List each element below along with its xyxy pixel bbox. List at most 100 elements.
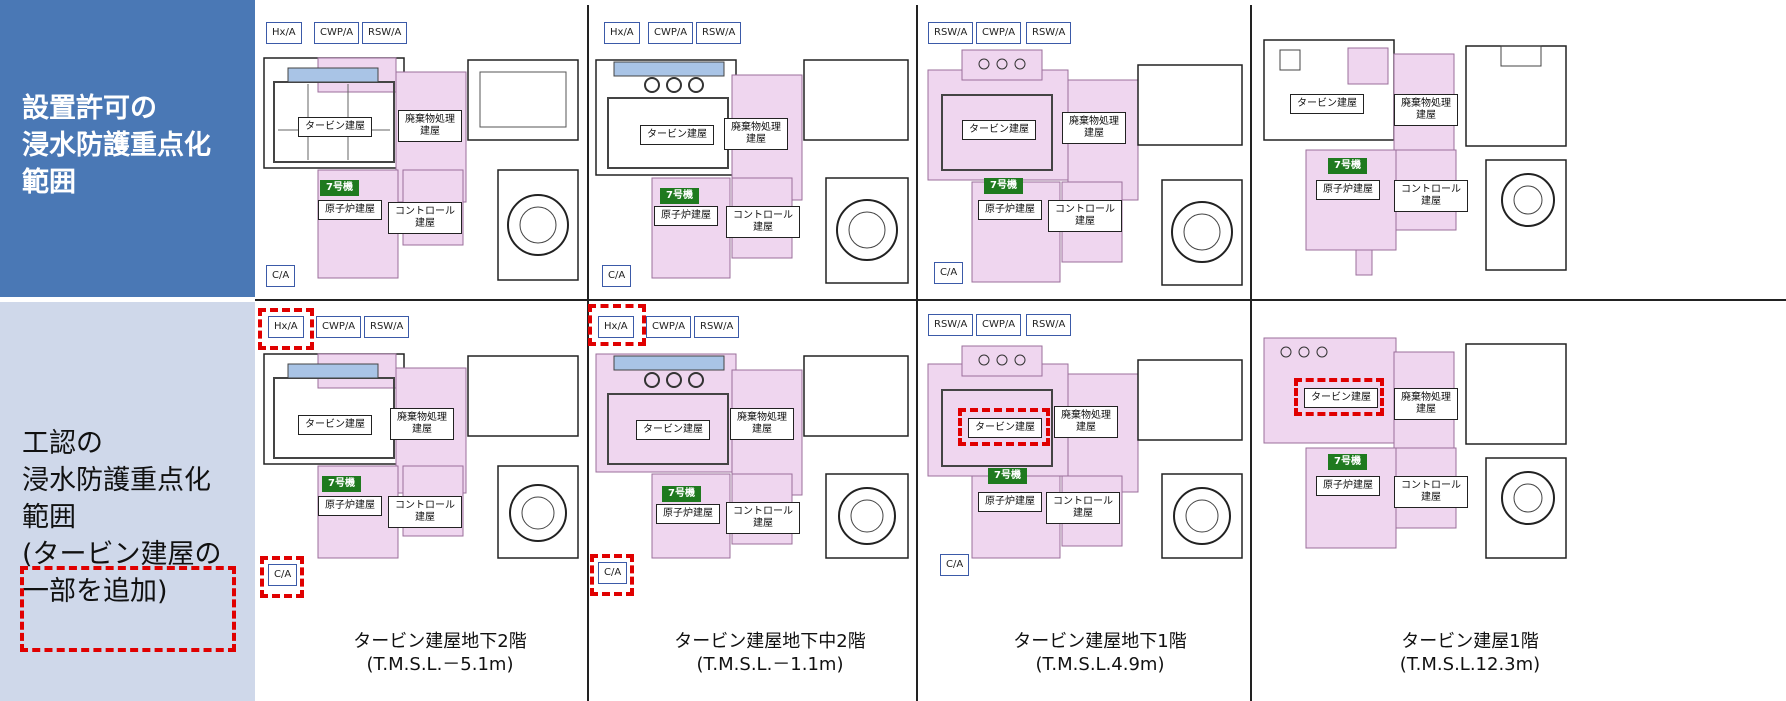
label-turbine-building: タービン建屋: [640, 125, 714, 145]
label-rsw-area: RSW/A: [696, 22, 742, 44]
floor-plan-b1-permit: RSW/A CWP/A RSW/A タービン建屋 廃棄物処理 建屋 7号機 原子…: [922, 10, 1246, 295]
row-header-approval-line: 工認の: [22, 428, 103, 459]
floor-level: (T.M.S.L.－1.1m): [696, 654, 844, 675]
label-turbine-building: タービン建屋: [1290, 94, 1364, 114]
label-cwp-area: CWP/A: [314, 22, 360, 44]
floor-plan-1f-approval: タービン建屋 廃棄物処理 建屋 7号機 原子炉建屋 コントロール 建屋: [1256, 308, 1786, 560]
label-control-building: コントロール 建屋: [1048, 200, 1122, 232]
floor-caption-b1: タービン建屋地下1階 (T.M.S.L.4.9m): [960, 630, 1240, 676]
label-control-building: コントロール 建屋: [726, 206, 800, 238]
column-divider: [587, 5, 589, 701]
column-divider: [916, 5, 918, 701]
label-cwp-area: CWP/A: [976, 22, 1022, 44]
floor-name: タービン建屋地下2階: [353, 631, 527, 652]
floor-plan-drawing: [1263, 39, 1567, 276]
added-turbine-highlight: [1294, 378, 1384, 416]
added-ca-highlight: [590, 554, 634, 596]
floor-plan-drawing: [927, 49, 1243, 286]
label-waste-building: 廃棄物処理 建屋: [1054, 406, 1118, 438]
row-header-approval-line: (タービン建屋の: [22, 539, 222, 570]
label-unit7: 7号機: [662, 486, 701, 502]
floor-name: タービン建屋地下1階: [1013, 631, 1187, 652]
label-waste-building: 廃棄物処理 建屋: [724, 118, 788, 150]
label-rsw-area: RSW/A: [1026, 314, 1072, 336]
label-waste-building: 廃棄物処理 建屋: [1062, 112, 1126, 144]
label-control-building: コントロール 建屋: [388, 496, 462, 528]
label-ca-area: C/A: [268, 564, 298, 586]
label-turbine-building: タービン建屋: [962, 120, 1036, 140]
label-turbine-building: タービン建屋: [298, 117, 372, 137]
added-hx-highlight: [588, 304, 646, 346]
label-turbine-building: タービン建屋: [968, 418, 1042, 438]
floor-caption-bm2: タービン建屋地下中2階 (T.M.S.L.－1.1m): [620, 630, 920, 676]
label-unit7: 7号機: [1328, 454, 1367, 470]
label-unit7: 7号機: [660, 188, 699, 204]
label-ca-area: C/A: [266, 265, 296, 287]
label-hx-area: Hx/A: [266, 22, 302, 44]
label-unit7: 7号機: [984, 178, 1023, 194]
floor-plan-1f-permit: タービン建屋 廃棄物処理 建屋 7号機 原子炉建屋 コントロール 建屋: [1256, 10, 1786, 295]
label-rsw-area: RSW/A: [928, 314, 974, 336]
label-reactor-building: 原子炉建屋: [318, 496, 382, 516]
row-header-permit: 設置許可の 浸水防護重点化 範囲: [0, 0, 255, 297]
floor-caption-1f: タービン建屋1階 (T.M.S.L.12.3m): [1330, 630, 1610, 676]
row-header-approval-line: 範囲: [22, 502, 76, 533]
label-hx-area: Hx/A: [604, 22, 640, 44]
label-turbine-building: タービン建屋: [1304, 388, 1378, 408]
label-reactor-building: 原子炉建屋: [318, 200, 382, 220]
row-header-permit-line: 浸水防護重点化: [22, 130, 211, 161]
floor-plan-drawing: [1263, 337, 1567, 559]
floor-level: (T.M.S.L.4.9m): [1035, 654, 1165, 675]
label-rsw-area: RSW/A: [694, 316, 740, 338]
label-rsw-area: RSW/A: [1026, 22, 1072, 44]
label-reactor-building: 原子炉建屋: [978, 492, 1042, 512]
column-divider: [1250, 5, 1252, 701]
label-waste-building: 廃棄物処理 建屋: [390, 408, 454, 440]
label-waste-building: 廃棄物処理 建屋: [1394, 388, 1458, 420]
added-ca-highlight: [260, 556, 304, 598]
label-unit7: 7号機: [988, 468, 1027, 484]
label-ca-area: C/A: [934, 262, 964, 284]
label-control-building: コントロール 建屋: [1394, 180, 1468, 212]
floor-plan-drawing: [263, 57, 579, 281]
label-reactor-building: 原子炉建屋: [1316, 180, 1380, 200]
label-turbine-building: タービン建屋: [298, 415, 372, 435]
row-divider: [255, 299, 1786, 301]
label-ca-area: C/A: [940, 554, 970, 576]
floor-level: (T.M.S.L.12.3m): [1399, 654, 1541, 675]
label-reactor-building: 原子炉建屋: [978, 200, 1042, 220]
floor-name: タービン建屋1階: [1401, 631, 1539, 652]
row-header-permit-line: 範囲: [22, 167, 76, 198]
label-control-building: コントロール 建屋: [726, 502, 800, 534]
label-waste-building: 廃棄物処理 建屋: [730, 408, 794, 440]
added-turbine-highlight: [958, 408, 1050, 446]
label-rsw-area: RSW/A: [928, 22, 974, 44]
floor-plan-b2-approval: Hx/A CWP/A RSW/A タービン建屋 廃棄物処理 建屋 7号機 原子炉…: [258, 308, 584, 598]
label-turbine-building: タービン建屋: [636, 420, 710, 440]
label-waste-building: 廃棄物処理 建屋: [1394, 94, 1458, 126]
label-unit7: 7号機: [322, 476, 361, 492]
floor-plan-b2-permit: Hx/A CWP/A RSW/A タービン建屋 廃棄物処理 建屋 7号機 原子炉…: [258, 10, 584, 295]
floor-plan-bm2-permit: Hx/A CWP/A RSW/A タービン建屋 廃棄物処理 建屋 7号機 原子炉…: [592, 10, 912, 295]
label-cwp-area: CWP/A: [316, 316, 362, 338]
floor-plan-bm2-approval: Hx/A CWP/A RSW/A タービン建屋 廃棄物処理 建屋 7号機 原子炉…: [588, 304, 912, 596]
label-ca-area: C/A: [602, 265, 632, 287]
label-hx-area: Hx/A: [268, 316, 304, 338]
label-control-building: コントロール 建屋: [388, 202, 462, 234]
label-reactor-building: 原子炉建屋: [656, 504, 720, 524]
label-reactor-building: 原子炉建屋: [654, 206, 718, 226]
label-unit7: 7号機: [1328, 158, 1367, 174]
label-control-building: コントロール 建屋: [1046, 492, 1120, 524]
floor-plan-b1-approval: RSW/A CWP/A RSW/A タービン建屋 廃棄物処理 建屋 7号機 原子…: [922, 308, 1246, 576]
row-header-approval-line: 一部を追加): [22, 576, 168, 607]
label-waste-building: 廃棄物処理 建屋: [398, 110, 462, 142]
floor-name: タービン建屋地下中2階: [674, 631, 866, 652]
label-rsw-area: RSW/A: [362, 22, 408, 44]
label-hx-area: Hx/A: [598, 316, 634, 338]
label-unit7: 7号機: [320, 180, 359, 196]
label-cwp-area: CWP/A: [646, 316, 692, 338]
label-reactor-building: 原子炉建屋: [1316, 476, 1380, 496]
row-header-approval-line: 浸水防護重点化: [22, 465, 211, 496]
label-rsw-area: RSW/A: [364, 316, 410, 338]
row-header-approval: 工認の 浸水防護重点化 範囲 (タービン建屋の 一部を追加): [0, 302, 255, 701]
